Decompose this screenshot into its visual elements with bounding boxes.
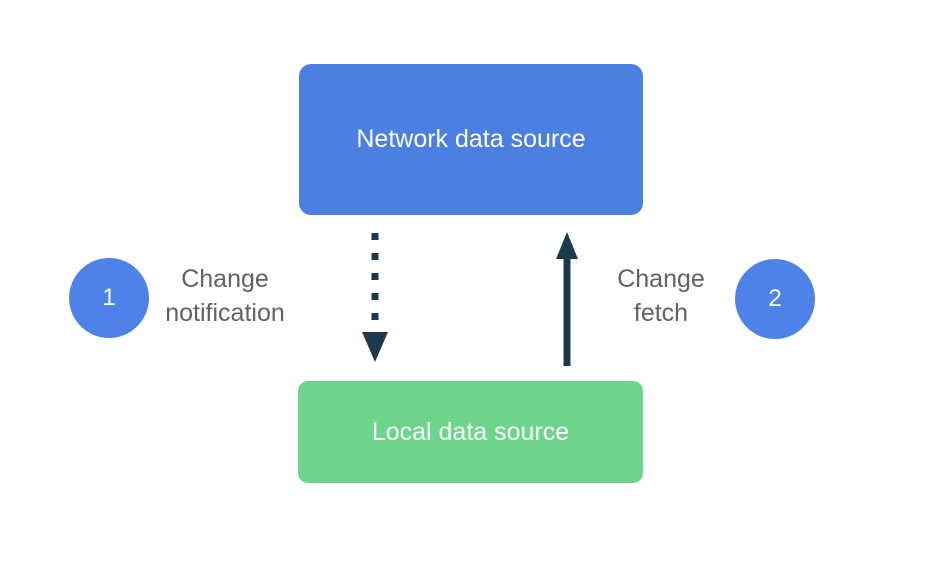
local-data-source-box: Local data source [298, 381, 643, 483]
step-2-number: 2 [768, 285, 782, 312]
change-notification-arrow [362, 233, 388, 362]
local-data-source-label: Local data source [371, 417, 570, 446]
change-fetch-arrow [556, 232, 578, 366]
change-notification-label: Change notification [165, 265, 285, 327]
change-fetch-label: Change fetch [617, 265, 705, 327]
network-data-source-box: Network data source [299, 64, 643, 215]
network-data-source-label: Network data source [356, 125, 586, 153]
step-2-badge: 2 [735, 259, 815, 339]
step-1-number: 1 [102, 284, 116, 311]
step-1-badge: 1 [69, 258, 149, 338]
